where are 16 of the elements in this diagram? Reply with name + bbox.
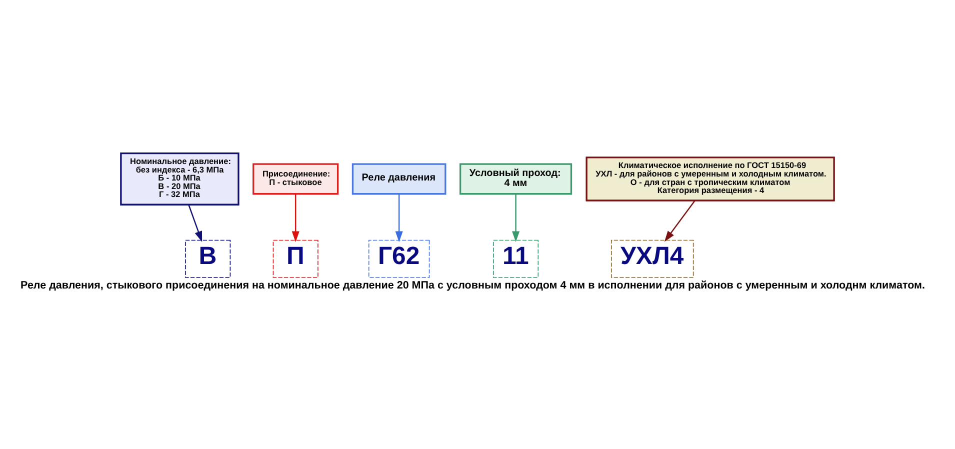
node-box: П <box>272 240 318 278</box>
node-box: Номинальное давление: без индекса - 6,3 МПа Б - 10 МПа В - 20 МПа Г - 32 МПа <box>120 152 240 206</box>
node-box: Присоединение: П - стыковое <box>252 163 339 195</box>
node-box: УХЛ4 <box>610 240 694 278</box>
arrow <box>292 194 300 242</box>
node-box: Условный проход: 4 мм <box>460 163 572 195</box>
arrow <box>395 194 403 242</box>
node-box: В <box>185 240 231 278</box>
arrow <box>188 204 202 242</box>
arrow <box>664 200 696 242</box>
arrow <box>512 194 520 242</box>
caption: Реле давления, стыкового присоединения на номинальное давление 20 МПа с условным проходом 4 мм в исполнении для районов с умеренным и холоднм климатом. <box>20 280 925 292</box>
node-box: 11 <box>493 240 539 278</box>
node-box: Реле давления <box>352 163 446 195</box>
node-box: Г62 <box>368 240 430 278</box>
node-box: Климатическое исполнение по ГОСТ 15150-69 УХЛ - для районов с умеренным и холодным климатом. О - для стран с тропическим климатом Категория размещения - 4 <box>586 156 835 202</box>
